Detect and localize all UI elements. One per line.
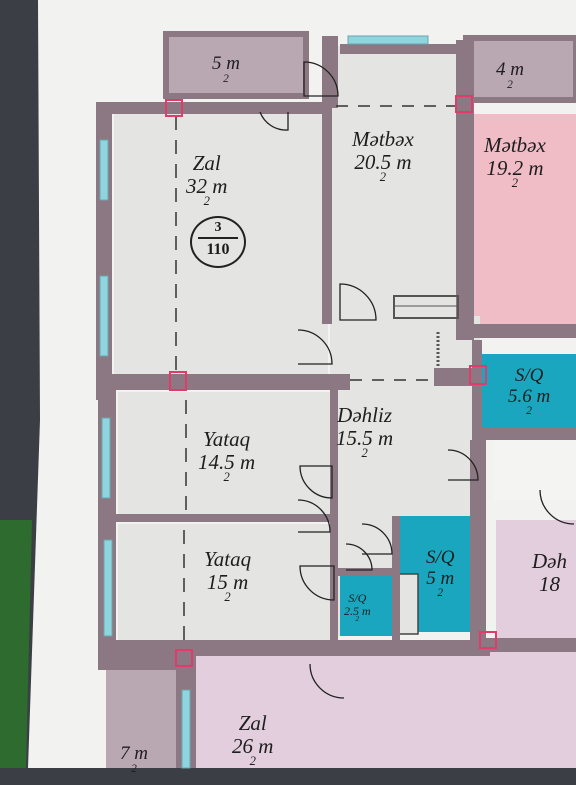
neighbor-corridor-area — [496, 520, 576, 650]
bathroom-name: S/Q — [426, 547, 455, 568]
neighbor-corridor-area-text: 18 — [539, 571, 560, 596]
windows — [99, 35, 429, 769]
bedroom-2-name: Yataq — [204, 547, 252, 571]
neighbor-kitchen-area — [462, 114, 576, 328]
neighbor-bathroom-area — [478, 354, 576, 428]
apartment-total-area: 110 — [206, 241, 230, 258]
kitchen-counter — [393, 295, 459, 319]
hall-name: Zal — [192, 151, 221, 175]
floor-plan-drawing — [0, 0, 576, 769]
corridor-name: Dəhliz — [337, 403, 392, 427]
apartment-badge: 3 110 — [190, 216, 246, 268]
bedroom-1-area — [118, 392, 332, 518]
neighbor-lobby — [494, 440, 576, 500]
apartment-room-count: 3 — [214, 220, 222, 235]
balcony-top-area — [163, 31, 309, 99]
corridor-area — [330, 316, 480, 516]
neighbor-corridor-label: Dəh 18 — [532, 550, 567, 595]
wc-area — [340, 576, 392, 636]
column-markers — [165, 95, 497, 667]
neighbor-hall-name: Zal — [238, 711, 267, 735]
neighbor-bathroom-name: S/Q — [514, 365, 544, 386]
green-edge — [0, 520, 32, 768]
bedroom-2-area — [118, 524, 336, 644]
kitchen-name: Mətbəx — [352, 127, 414, 151]
door-swings — [259, 61, 575, 699]
neighbor-corridor-name: Dəh — [532, 549, 567, 573]
lower-unit-area — [196, 652, 576, 768]
lower-balcony-area — [106, 670, 180, 768]
badge-divider — [198, 237, 238, 239]
bedroom-1-name: Yataq — [203, 427, 251, 451]
kitchen-area — [322, 46, 462, 322]
wc-name: S/Q — [348, 591, 367, 605]
neighbor-kitchen-name: Mətbəx — [484, 133, 546, 157]
